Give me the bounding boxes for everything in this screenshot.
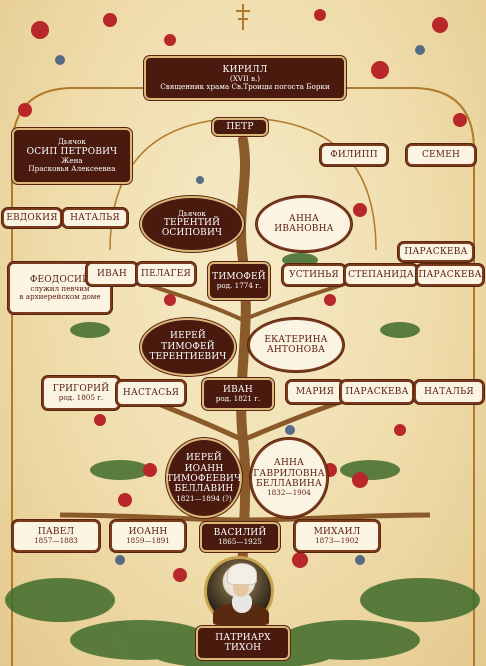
person-petr: ПЕТР	[212, 118, 268, 136]
person-filipp: ФИЛИПП	[320, 144, 388, 166]
person-terentiy: Дьячок ТЕРЕНТИЙ ОСИПОВИЧ	[140, 196, 244, 252]
person-semen: СЕМЕН	[406, 144, 476, 166]
person-ioann-timofeevich: ИЕРЕЙ ИОАНН ТИМОФЕЕВИЧ БЕЛЛАВИН 1821—189…	[166, 438, 242, 518]
ancestor-kirill: КИРИЛЛ (XVII в.) Священник храма Св.Трои…	[144, 56, 346, 100]
person-vasiliy: ВАСИЛИЙ 1865—1925	[200, 522, 280, 552]
kirill-name: КИРИЛЛ	[222, 64, 268, 75]
person-anna-gavrilovna: АННА ГАВРИЛОВНА БЕЛЛАВИНА 1832—1904	[250, 438, 328, 518]
person-osip: Дьячок ОСИП ПЕТРОВИЧ Жена Прасковья Алек…	[12, 128, 132, 184]
person-timofey-1774: ТИМОФЕЙ род. 1774 г.	[208, 262, 270, 300]
person-ivan-1821: ИВАН род. 1821 г.	[202, 378, 274, 410]
person-grigoriy: ГРИГОРИЙ род. 1805 г.	[42, 376, 120, 410]
person-timofey-terentievich: ИЕРЕЙ ТИМОФЕЙ ТЕРЕНТИЕВИЧ	[140, 318, 236, 376]
person-pelageya: ПЕЛАГЕЯ	[136, 262, 196, 286]
patriarch-portrait	[204, 556, 274, 626]
person-anna-ivanovna: АННА ИВАНОВНА	[256, 196, 352, 252]
person-mariya: МАРИЯ	[286, 380, 344, 404]
person-natalya-2: НАТАЛЬЯ	[414, 380, 484, 404]
person-paraskeva-2: ПАРАСКЕВА	[416, 264, 484, 286]
kirill-title: Священник храма Св.Троицы погоста Борки	[160, 82, 330, 92]
person-nastasya: НАСТАСЬЯ	[116, 380, 186, 406]
person-ustinya: УСТИНЬЯ	[282, 264, 346, 286]
person-pavel: ПАВЕЛ 1857—1883	[12, 520, 100, 552]
person-evdokiya: ЕВДОКИЯ	[2, 208, 62, 228]
cross-icon	[236, 4, 250, 30]
person-stepanida: СТЕПАНИДА	[344, 264, 418, 286]
person-mikhail: МИХАИЛ 1873—1902	[294, 520, 380, 552]
person-ivan-1: ИВАН	[86, 262, 138, 286]
person-ekaterina: ЕКАТЕРИНА АНТОНОВА	[248, 318, 344, 372]
flower-ornaments	[18, 9, 467, 582]
kirill-century: (XVII в.)	[229, 73, 261, 83]
person-natalya-1: НАТАЛЬЯ	[62, 208, 128, 228]
person-paraskeva-1: ПАРАСКЕВА	[398, 242, 474, 262]
person-paraskeva-3: ПАРАСКЕВА	[340, 380, 414, 404]
person-ioann: ИОАНН 1859—1891	[110, 520, 186, 552]
person-tikhon: ПАТРИАРХ ТИХОН	[196, 626, 290, 660]
